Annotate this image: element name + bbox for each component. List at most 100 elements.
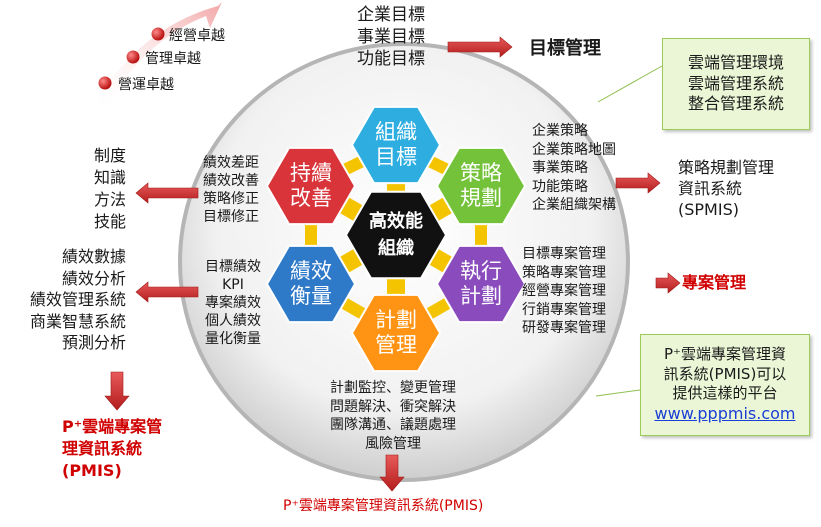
performance-item: 量化衡量: [205, 331, 261, 347]
cloud-box-line: 整合管理系統: [687, 94, 784, 114]
arrow-to-analysis: [135, 281, 199, 303]
hex-text: 組織: [375, 119, 417, 144]
improve-items-list: 績效差距 績效改善 策略修正 目標修正: [203, 154, 259, 226]
pmis-platform-box: P⁺雲端專案管理資 訊系統(PMIS)可以 提供這樣的平台 www.pppmis…: [640, 334, 810, 436]
plan-item: 問題解決、衝突解決: [330, 398, 456, 415]
arrow-down-bottom-pmis: [379, 454, 405, 492]
performance-item: 個人績效: [205, 313, 261, 329]
spmis-line: 策略規劃管理: [678, 158, 775, 177]
improve-item: 績效差距: [203, 155, 259, 171]
level-ball-2: [126, 50, 140, 64]
top-goal-item: 企業目標: [357, 5, 425, 25]
hex-label-continuous: 持續 改善: [271, 151, 351, 221]
pmis-box-line: P⁺雲端專案管理資: [664, 345, 786, 364]
hexagon-plan-mgmt: [350, 293, 442, 373]
left-pmis-line: 理資訊系統: [62, 439, 143, 458]
project-items-list: 目標專案管理 策略專案管理 經營專案管理 行銷專案管理 研發專案管理: [522, 245, 606, 338]
analysis-item: 績效數據: [61, 247, 126, 266]
strategy-items-list: 企業策略 企業策略地圖 事業策略 功能策略 企業組織架構: [532, 122, 616, 215]
knowledge-list: 制度 知識 方法 技能: [86, 145, 126, 233]
callout-line-pmis: [595, 389, 641, 397]
goal-management-label: 目標管理: [529, 38, 601, 59]
analysis-item: 商業智慧系統: [29, 311, 126, 331]
strategy-item: 企業組織架構: [532, 197, 616, 213]
hex-text: 管理: [375, 333, 417, 357]
level-label-1: 經營卓越: [169, 28, 225, 44]
left-pmis-line: P⁺雲端專案管: [62, 417, 163, 436]
performance-item: 目標績效: [205, 259, 261, 275]
arrow-down-left-pmis: [104, 371, 130, 411]
hex-text: 規劃: [460, 186, 502, 210]
hex-text: 計劃: [375, 307, 417, 332]
project-item: 策略專案管理: [522, 264, 606, 281]
project-item: 研發專案管理: [522, 320, 606, 336]
project-management-label: 專案管理: [682, 273, 747, 292]
improve-item: 績效改善: [203, 173, 259, 189]
analysis-item: 績效管理系統: [29, 290, 126, 309]
plan-item: 團隊溝通、議題處理: [330, 417, 456, 433]
arrow-to-spmis: [615, 172, 661, 194]
performance-item: 專案績效: [205, 295, 261, 311]
pmis-box-line: 訊系統(PMIS)可以: [663, 364, 787, 383]
hex-text: 組織: [378, 238, 414, 259]
top-goal-item: 功能目標: [357, 49, 425, 69]
hexagon-center: [344, 190, 448, 280]
level-label-3: 營運卓越: [118, 77, 174, 93]
improve-item: 策略修正: [203, 191, 259, 207]
pmis-box-line: 提供這樣的平台: [672, 384, 778, 403]
hex-text: 改善: [290, 186, 332, 210]
performance-item: KPI: [222, 277, 244, 293]
left-pmis-label: P⁺雲端專案管 理資訊系統 (PMIS): [62, 416, 162, 482]
hex-text: 執行: [460, 258, 502, 283]
strategy-item: 企業策略: [532, 123, 588, 139]
pmis-url-link[interactable]: www.pppmis.com: [654, 403, 796, 423]
knowledge-item: 制度: [93, 146, 126, 165]
project-item: 行銷專案管理: [522, 301, 606, 318]
hex-text: 績效: [290, 258, 332, 283]
knowledge-item: 知識: [93, 168, 126, 187]
cloud-box-line: 雲端管理系統: [687, 73, 784, 93]
left-pmis-line: (PMIS): [62, 461, 122, 480]
hex-label-org-goal: 組織 目標: [356, 110, 436, 180]
plan-item: 風險管理: [365, 435, 421, 452]
hex-label-strategy: 策略 規劃: [441, 151, 521, 221]
performance-items-list: 目標績效 KPI 專案績效 個人績效 量化衡量: [198, 258, 268, 348]
analysis-item: 績效分析: [61, 268, 126, 288]
level-label-2: 管理卓越: [145, 51, 201, 67]
hexagon-continuous: [265, 146, 357, 226]
hexagon-execution: [435, 244, 527, 324]
bottom-pmis-label: P⁺雲端專案管理資訊系統(PMIS): [283, 498, 484, 514]
hex-label-plan-mgmt: 計劃 管理: [356, 298, 436, 368]
strategy-item: 功能策略: [532, 178, 588, 195]
cloud-management-box: 雲端管理環境 雲端管理系統 整合管理系統: [662, 38, 810, 130]
hex-label-center: 高效能 組織: [351, 202, 441, 268]
improve-item: 目標修正: [203, 209, 259, 225]
plan-items-list: 計劃監控、變更管理 問題解決、衝突解決 團隊溝通、議題處理 風險管理: [318, 379, 468, 453]
analysis-item: 預測分析: [61, 333, 126, 352]
hex-text: 目標: [375, 145, 417, 169]
strategy-item: 事業策略: [532, 160, 588, 176]
top-goals-list: 企業目標 事業目標 功能目標: [357, 4, 425, 70]
hex-text: 策略: [460, 160, 502, 185]
spmis-line: 資訊系統: [678, 179, 743, 198]
hex-text: 計劃: [460, 284, 502, 308]
knowledge-item: 方法: [93, 190, 126, 209]
hex-label-execution: 執行 計劃: [441, 249, 521, 319]
hexagon-performance: [265, 244, 357, 324]
top-goal-item: 事業目標: [357, 27, 425, 47]
arrow-to-goal-management: [447, 36, 513, 58]
level-ball-1: [151, 27, 165, 41]
hex-label-performance: 績效 衡量: [271, 249, 351, 319]
hexagon-strategy: [435, 146, 527, 226]
hex-text: 持續: [290, 160, 332, 185]
hex-text: 衡量: [290, 284, 332, 308]
arrow-to-knowledge: [135, 182, 199, 204]
spmis-line: (SPMIS): [678, 200, 739, 219]
project-item: 經營專案管理: [522, 283, 606, 299]
spmis-label: 策略規劃管理 資訊系統 (SPMIS): [678, 157, 774, 220]
growth-swoosh: [92, 2, 222, 112]
project-item: 目標專案管理: [522, 246, 606, 262]
analysis-list: 績效數據 績效分析 績效管理系統 商業智慧系統 預測分析: [8, 246, 126, 354]
arrow-to-project-management: [655, 272, 681, 294]
